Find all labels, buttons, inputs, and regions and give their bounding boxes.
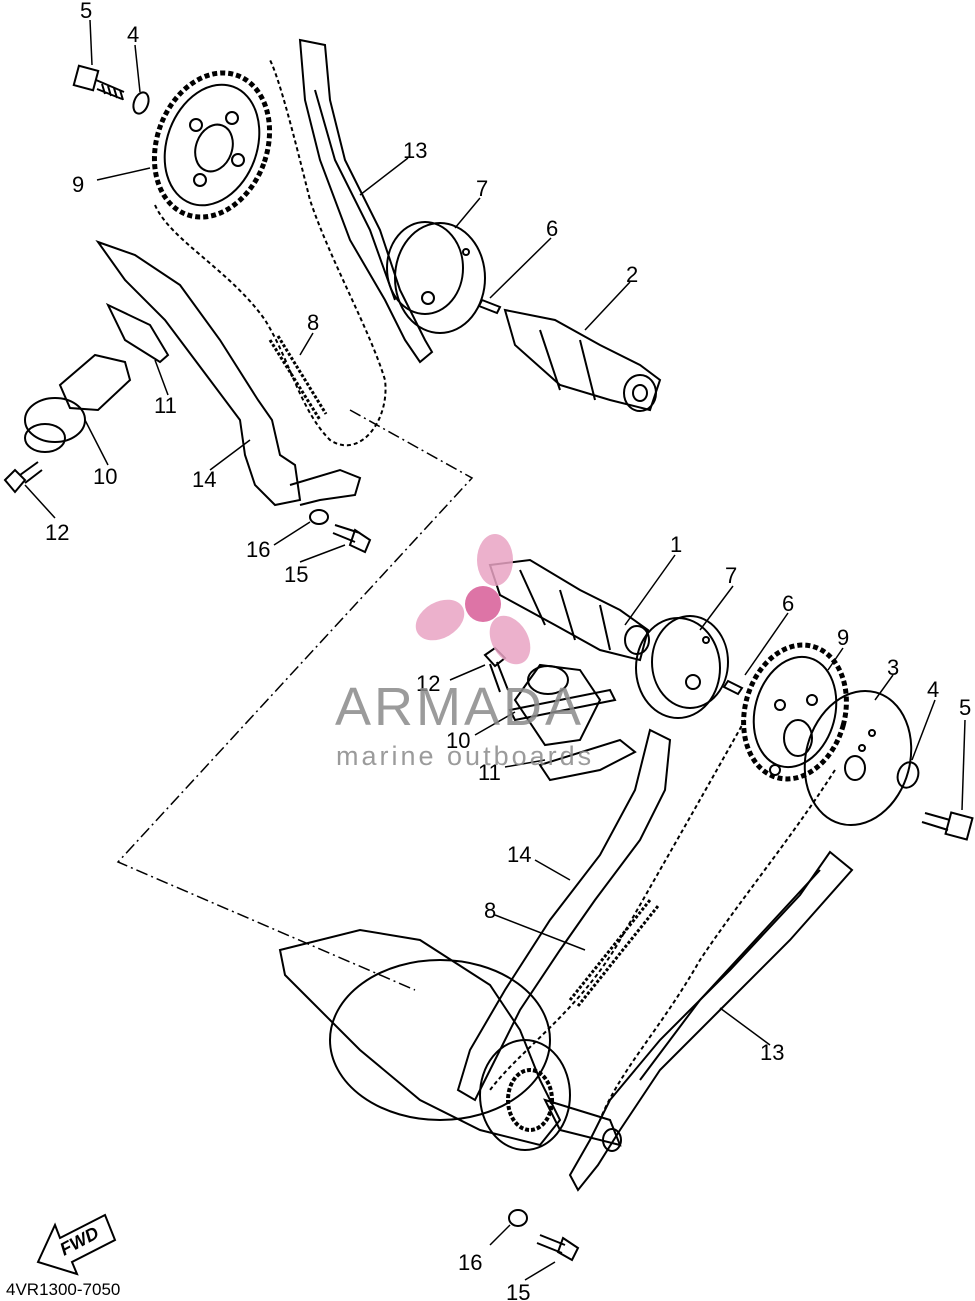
chain-guide-13-upper	[298, 38, 434, 364]
cam-sprocket-9-upper	[151, 70, 273, 220]
bolt-5-upper	[72, 64, 125, 101]
bolt-15-upper	[332, 524, 372, 554]
callout-1: 1	[670, 532, 682, 557]
callout-11b: 11	[478, 760, 501, 785]
camshaft-1	[488, 558, 650, 662]
callout-10: 10	[93, 464, 117, 489]
callout-9: 9	[72, 172, 84, 197]
reference-link-line	[116, 409, 474, 991]
callout-7b: 7	[725, 563, 737, 588]
washer-4-lower	[896, 761, 920, 789]
gasket-11-lower	[538, 738, 637, 782]
callout-5: 5	[80, 0, 92, 23]
cam-sprocket-9-lower	[741, 642, 849, 782]
bolt-12-upper	[3, 461, 43, 494]
callout-12: 12	[45, 520, 69, 545]
gasket-11-upper	[105, 302, 170, 364]
tensioner-guide-14-lower	[456, 728, 672, 1102]
callout-16b: 16	[458, 1250, 482, 1275]
tensioner-10-upper	[24, 353, 132, 453]
washer-4-upper	[132, 91, 150, 115]
washer-16-upper	[309, 509, 329, 525]
timing-chain-8-lower	[489, 719, 836, 1121]
callout-14b: 14	[507, 842, 531, 867]
dowel-pin-6-upper	[477, 298, 502, 315]
callout-13: 13	[403, 138, 427, 163]
armada-propeller-logo	[415, 534, 531, 665]
callout-6b: 6	[782, 591, 794, 616]
callout-7: 7	[476, 176, 488, 201]
callout-10b: 10	[446, 728, 470, 753]
callout-14: 14	[192, 467, 216, 492]
tensioner-guide-14-upper	[95, 240, 302, 507]
callout-6: 6	[546, 216, 558, 241]
tensioner-10-lower	[508, 663, 617, 747]
watermark-subtitle: marine outboards	[336, 741, 594, 771]
cam-plate-7-lower	[635, 615, 729, 719]
callout-11: 11	[154, 393, 177, 418]
watermark-title: ARMADA	[335, 677, 584, 737]
callout-5b: 5	[959, 695, 971, 720]
callout-2: 2	[626, 262, 638, 287]
callout-labels: 5 4 9 13 7 6 2 8 11 10 14 12 16 15 1 7 6…	[45, 0, 971, 1301]
camshaft-2	[503, 308, 662, 412]
callout-4b: 4	[927, 677, 939, 702]
watermark: ARMADA marine outboards	[335, 534, 594, 771]
callout-16: 16	[246, 537, 270, 562]
fwd-arrow-icon	[36, 1213, 117, 1276]
callout-12b: 12	[416, 671, 440, 696]
crankshaft	[278, 928, 622, 1152]
washer-16-lower	[508, 1209, 528, 1227]
pivot-bracket-upper	[289, 468, 362, 506]
callout-3: 3	[887, 655, 899, 680]
sprocket-plate-3	[803, 689, 913, 827]
bolt-5-lower	[921, 811, 974, 841]
callout-13b: 13	[760, 1040, 784, 1065]
leader-lines	[24, 19, 966, 1281]
cam-plate-7-upper	[386, 221, 486, 334]
callout-15b: 15	[506, 1280, 530, 1301]
callout-15: 15	[284, 562, 308, 587]
callout-9b: 9	[837, 625, 849, 650]
bolt-15-lower	[536, 1234, 580, 1262]
callout-4: 4	[127, 22, 139, 47]
dowel-pin-6-lower	[722, 679, 744, 696]
chain-guide-13-lower	[568, 850, 854, 1192]
callout-8b: 8	[484, 898, 496, 923]
callout-8: 8	[307, 310, 319, 335]
diagram-code: 4VR1300-7050	[6, 1280, 121, 1299]
